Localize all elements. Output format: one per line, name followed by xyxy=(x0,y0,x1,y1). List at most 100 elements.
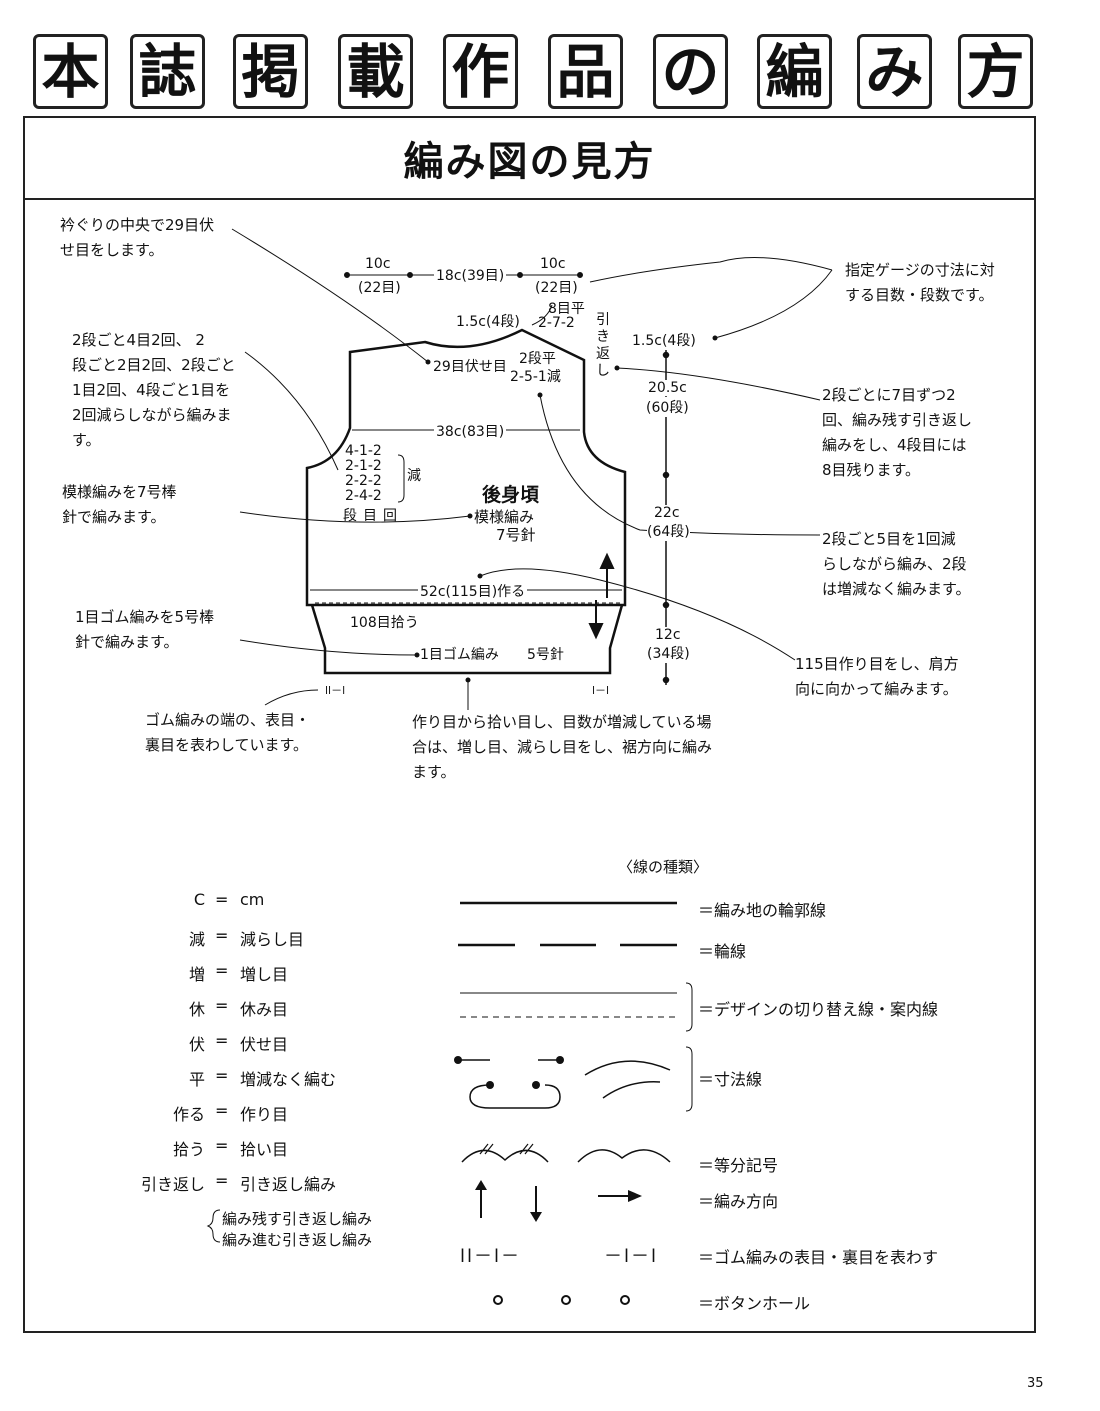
label-neck-2dan: 2段平 xyxy=(519,351,556,367)
abbr-eq: = xyxy=(215,890,229,909)
dim-top-right-sts: (22目) xyxy=(535,280,578,296)
leader-dots xyxy=(414,335,718,683)
abbr-symbol: 休 xyxy=(188,1000,205,1019)
line-types-title: 〈線の種類〉 xyxy=(618,858,709,876)
note-short-row: 2段ごとに7目ずつ2 回、編み残す引き返し 編みをし、4段目には 8目残ります。 xyxy=(822,386,973,479)
abbr-symbol: 平 xyxy=(188,1070,205,1089)
abbr-meaning: 減らし目 xyxy=(240,930,305,949)
content-frame xyxy=(23,116,1036,1333)
note-shoulder-decrease: 2段ごと5目を1回減 らしながら編み、2段 は増減なく編みます。 xyxy=(822,530,971,598)
abbr-eq: = xyxy=(215,1031,229,1050)
abbr-eq: = xyxy=(215,996,229,1015)
label-neck-251: 2-5-1減 xyxy=(510,369,561,385)
short-row-type: 編み進む引き返し編み xyxy=(222,1231,373,1249)
note-gauge: 指定ゲージの寸法に対 する目数・段数です。 xyxy=(845,261,995,304)
dim-width-52: 52c(115目)作る xyxy=(418,581,528,601)
title-char: 載 xyxy=(338,34,413,109)
abbr-symbol: 作る xyxy=(172,1105,205,1124)
label-rib-mark-right: l－l xyxy=(592,684,610,697)
dim-side-body: 22c xyxy=(654,505,680,521)
label-short-row: 引 き 返 し xyxy=(596,312,610,379)
title-char: 方 xyxy=(958,34,1033,109)
label-arm-3: 2-2-2 xyxy=(345,473,382,489)
garment-outline xyxy=(305,328,627,675)
abbr-meaning: 休み目 xyxy=(240,1000,289,1019)
dim-side-top: 1.5c(4段) xyxy=(632,330,696,350)
label-body-needle: 7号針 xyxy=(496,526,536,544)
label-body-title: 後身頃 xyxy=(482,484,540,506)
line-type-dimension: ＝寸法線 xyxy=(698,1070,763,1089)
abbr-meaning: 作り目 xyxy=(240,1105,289,1124)
title-char: の xyxy=(653,34,728,109)
abbr-eq: = xyxy=(215,1101,229,1120)
title-char: 編 xyxy=(757,34,832,109)
dim-width-38: 38c(83目) xyxy=(434,421,507,441)
line-type-buttonhole: ＝ボタンホール xyxy=(698,1294,811,1313)
dim-top-left: 10c xyxy=(365,256,391,272)
page-number: 35 xyxy=(1027,1376,1044,1391)
label-arm-2: 2-1-2 xyxy=(345,458,382,474)
line-type-outline: ＝編み地の輪郭線 xyxy=(698,901,827,920)
abbr-eq: = xyxy=(215,1136,229,1155)
abbr-meaning: cm xyxy=(240,890,265,909)
abbr-symbol: 伏 xyxy=(188,1035,205,1054)
note-pattern-needle: 模様編みを7号棒 針で編みます。 xyxy=(62,483,177,526)
note-armhole-decrease: 2段ごと4目2回、 2 段ごと2目2回、2段ごと 1目2回、4段ごと1目を 2回… xyxy=(72,331,236,449)
abbr-meaning: 引き返し編み xyxy=(240,1175,337,1194)
title-char: 誌 xyxy=(130,34,205,109)
dim-top-right: 10c xyxy=(540,256,566,272)
title-char: 品 xyxy=(548,34,623,109)
label-arm-decrease: 減 xyxy=(407,468,421,484)
title-char: 本 xyxy=(33,34,108,109)
label-rib-needle: 5号針 xyxy=(527,647,564,663)
line-type-ring: ＝輪線 xyxy=(698,942,747,961)
abbr-eq: = xyxy=(215,961,229,980)
dim-side-rib: 12c xyxy=(655,627,681,643)
line-type-samples xyxy=(458,901,693,1305)
dim-top-center: 18c(39目) xyxy=(434,265,507,285)
abbr-eq: = xyxy=(215,1066,229,1085)
abbr-symbol: 拾う xyxy=(172,1140,205,1159)
label-arm-4: 2-4-2 xyxy=(345,488,382,504)
line-type-equal-div: ＝等分記号 xyxy=(698,1156,779,1175)
direction-arrows xyxy=(588,552,615,640)
line-type-marks xyxy=(454,1056,642,1222)
title-char: 作 xyxy=(443,34,518,109)
label-shoulder-8: 8目平 xyxy=(548,301,585,317)
dim-neck-depth: 1.5c(4段) xyxy=(456,314,520,330)
title-char: 掲 xyxy=(233,34,308,109)
label-body-pattern: 模様編み xyxy=(474,508,535,526)
abbr-meaning: 伏せ目 xyxy=(240,1035,289,1054)
note-rib-needle: 1目ゴム編みを5号棒 針で編みます。 xyxy=(75,608,215,651)
abbr-symbol: 減 xyxy=(188,930,205,949)
rib-sample-right: －l－l xyxy=(604,1246,659,1267)
line-type-design: ＝デザインの切り替え線・案内線 xyxy=(698,1000,939,1019)
dim-side-rib-rows: (34段) xyxy=(647,643,690,663)
label-shoulder-272: 2-7-2 xyxy=(538,315,575,331)
dim-side-mid: 20.5c xyxy=(648,380,687,396)
abbr-meaning: 拾い目 xyxy=(240,1140,289,1159)
section-title: 編み図の見方 xyxy=(25,118,1034,200)
label-rib-mark-left: ll－l xyxy=(325,684,346,697)
abbr-meaning: 増し目 xyxy=(240,965,289,984)
short-row-bracket xyxy=(206,1209,221,1243)
line-type-direction: ＝編み方向 xyxy=(698,1192,779,1211)
dim-top-left-sts: (22目) xyxy=(358,280,401,296)
note-rib-edge: ゴム編みの端の、表目・ 裏目を表わしています。 xyxy=(145,711,311,754)
title-char: み xyxy=(857,34,932,109)
label-rib: 1目ゴム編み xyxy=(420,647,499,663)
line-type-rib-marks: ＝ゴム編みの表目・裏目を表わす xyxy=(698,1248,939,1267)
abbr-meaning: 増減なく編む xyxy=(240,1070,337,1089)
abbr-symbol: C xyxy=(193,890,205,909)
label-neck-bindoff: 29目伏せ目 xyxy=(433,359,507,375)
abbr-symbol: 増 xyxy=(188,965,205,984)
armhole-bracket xyxy=(397,454,405,503)
abbr-eq: = xyxy=(215,926,229,945)
abbr-symbol: 引き返し xyxy=(140,1175,205,1194)
rib-sample-left: ll－l－ xyxy=(460,1246,522,1267)
dim-side-body-rows: (64段) xyxy=(647,521,690,541)
note-pickup: 作り目から拾い目し、目数が増減している場 合は、増し目、減らし目をし、裾方向に編… xyxy=(412,713,713,781)
label-arm-cols: 段目回 xyxy=(343,508,403,524)
short-row-type: 編み残す引き返し編み xyxy=(222,1210,373,1228)
